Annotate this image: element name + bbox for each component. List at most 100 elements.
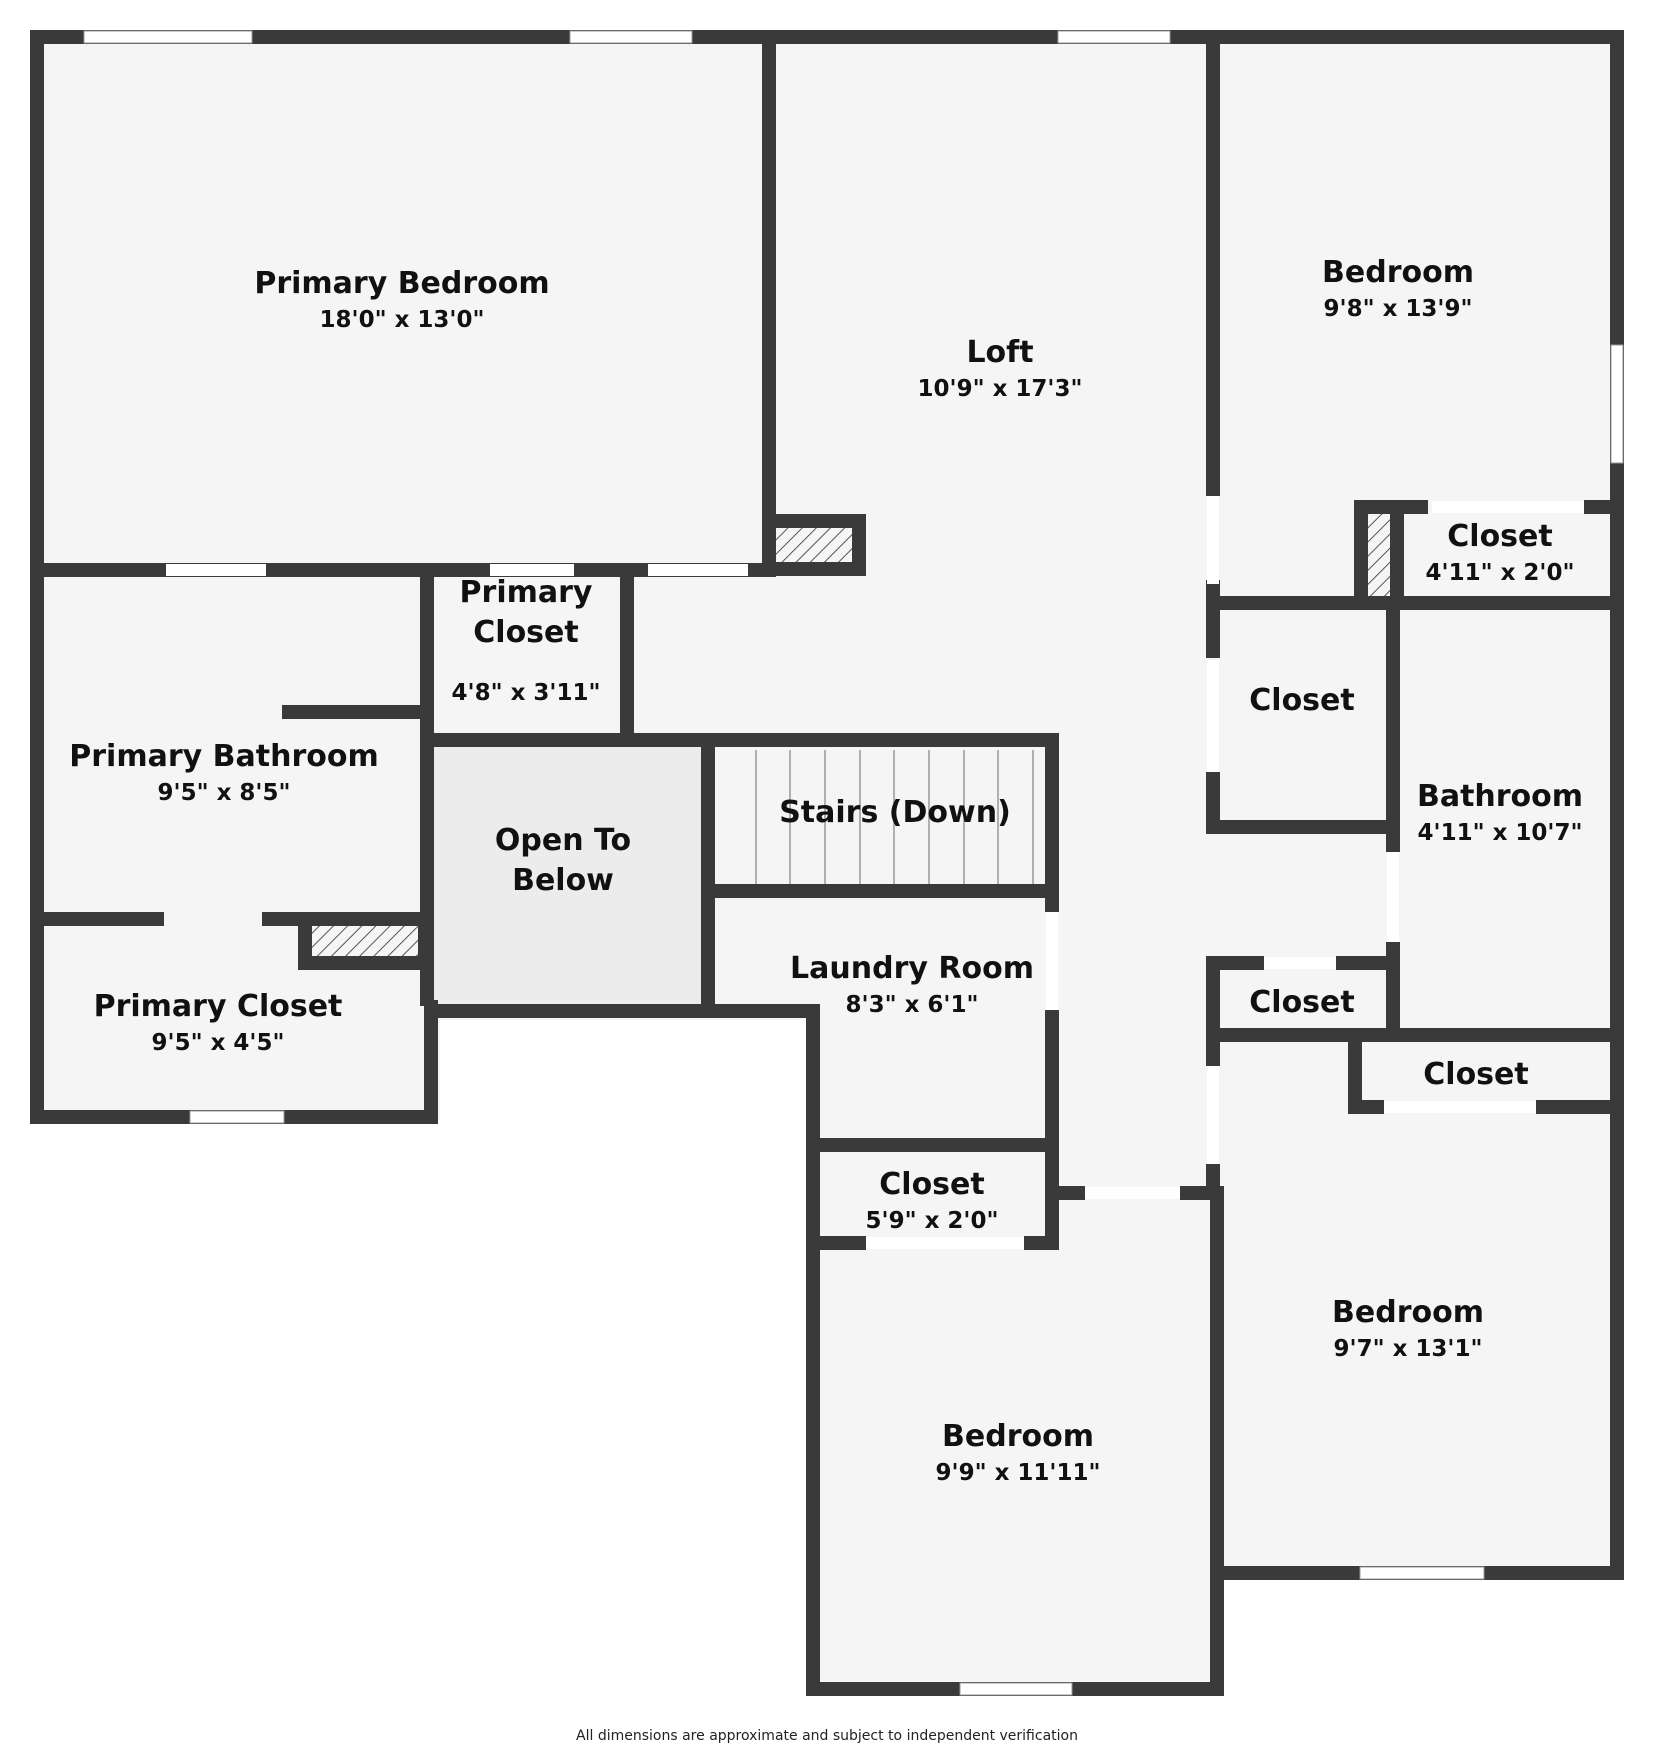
label-primary-closet-small-line-1: Primary xyxy=(460,575,593,610)
wall-closet-se-south-left xyxy=(1348,1100,1384,1114)
label-stairs: Stairs (Down) xyxy=(779,795,1011,830)
floor-open-to-below xyxy=(432,745,709,1010)
wall-laundry-east-upper xyxy=(1045,884,1059,912)
wall-primary-bedroom-east xyxy=(762,36,776,570)
label-bathroom: Bathroom xyxy=(1417,779,1583,814)
door-bedroom-s xyxy=(1085,1187,1180,1199)
pillar-primary-bath xyxy=(312,926,418,956)
wall-closet-ne-top-r2 xyxy=(1584,500,1624,514)
wall-north xyxy=(30,30,1624,44)
wall-closet-se-west xyxy=(1348,1030,1362,1114)
label-open-to-below: Open To Below xyxy=(495,823,631,898)
label-closet-small-e: Closet xyxy=(1249,985,1354,1020)
door-bedroom-primary-1 xyxy=(166,564,266,576)
wall-closet-small-top-right xyxy=(1336,956,1400,970)
wall-bath-closet-left xyxy=(36,912,164,926)
wall-hall-closet-south xyxy=(1206,820,1400,834)
wall-stairs-south xyxy=(706,884,1059,898)
dims-laundry-room: 8'3" x 6'1" xyxy=(846,992,979,1018)
wall-loft-east-5 xyxy=(1206,1164,1220,1200)
label-primary-closet-small-line-2: Closet xyxy=(473,615,578,650)
door-ne-bedroom xyxy=(1207,496,1219,584)
wall-bedroom-ne-south-left xyxy=(1210,596,1414,610)
door-closet-ne xyxy=(1432,501,1584,513)
label-primary-closet-large: Primary Closet xyxy=(94,989,343,1024)
label-loft: Loft xyxy=(966,335,1033,370)
dims-primary-bathroom: 9'5" x 8'5" xyxy=(158,780,291,806)
door-bedroom-se xyxy=(1207,1066,1219,1164)
dims-primary-closet-small: 4'8" x 3'11" xyxy=(452,680,601,706)
label-closet-ne: Closet xyxy=(1447,519,1552,554)
exterior-area xyxy=(36,1124,814,1720)
wall-closet-laundry-south-left xyxy=(806,1236,866,1250)
label-closet-laundry: Closet xyxy=(879,1167,984,1202)
window-s-primary xyxy=(189,1110,285,1124)
wall-closet-ne-top-r1 xyxy=(1390,500,1428,514)
wall-primary-closet-small-east xyxy=(620,570,634,745)
door-bedroom-primary-3 xyxy=(648,564,748,576)
wall-closet-se-south-right xyxy=(1536,1100,1624,1114)
door-hall-closet xyxy=(1207,660,1219,772)
door-bedroom-primary-2 xyxy=(490,564,574,576)
label-bedroom-ne: Bedroom xyxy=(1322,255,1474,290)
wall-bath-west-1 xyxy=(1386,600,1400,852)
door-closet-small xyxy=(1264,957,1336,969)
dims-bedroom-ne: 9'8" x 13'9" xyxy=(1324,296,1473,322)
openings xyxy=(83,30,1624,1696)
wall-loft-east-1 xyxy=(1206,36,1220,496)
dims-closet-laundry: 5'9" x 2'0" xyxy=(866,1208,999,1234)
wall-stairs-east xyxy=(1045,733,1059,895)
label-primary-bedroom: Primary Bedroom xyxy=(254,266,549,301)
label-closet-hall: Closet xyxy=(1249,683,1354,718)
walls xyxy=(30,30,1624,1696)
wall-primary-bath-east xyxy=(420,570,434,1006)
window-s-bedroom-s xyxy=(959,1682,1073,1696)
label-primary-bathroom: Primary Bathroom xyxy=(69,739,378,774)
floor-east-block xyxy=(1220,36,1614,1576)
wall-closet-small-east xyxy=(1386,1028,1400,1034)
pillar-closet-ne xyxy=(1368,514,1390,596)
wall-laundry-south xyxy=(806,1138,1059,1152)
wall-closet-ne-west xyxy=(1354,500,1368,610)
wall-bedroom-s-east xyxy=(1210,1190,1224,1696)
label-bedroom-se: Bedroom xyxy=(1332,1295,1484,1330)
stair-treads xyxy=(755,750,1034,890)
label-open-to-below-line-1: Open To xyxy=(495,823,631,858)
wall-loft-east-2 xyxy=(1206,580,1220,658)
label-open-to-below-line-2: Below xyxy=(512,863,614,898)
door-closet-se xyxy=(1384,1101,1536,1113)
door-laundry xyxy=(1046,912,1058,1010)
wall-open-east xyxy=(701,739,715,1011)
room-labels: Primary Bedroom 18'0" x 13'0" Loft 10'9"… xyxy=(69,255,1583,1486)
label-laundry-room: Laundry Room xyxy=(790,951,1034,986)
wall-loft-east-4 xyxy=(1206,958,1220,1066)
wall-closet-small-top-left xyxy=(1206,956,1264,970)
dims-bedroom-se: 9'7" x 13'1" xyxy=(1334,1336,1483,1362)
disclaimer-text: All dimensions are approximate and subje… xyxy=(576,1728,1078,1744)
window-s-bedroom-se xyxy=(1359,1566,1485,1580)
wall-laundry-east-lower xyxy=(1045,1010,1059,1250)
floor-lower-center xyxy=(815,1020,1220,1696)
wall-closet-ne-top-left xyxy=(1390,500,1404,610)
dims-bathroom: 4'11" x 10'7" xyxy=(1418,820,1583,846)
wall-east xyxy=(1610,30,1624,1580)
wall-primary-closet-east xyxy=(424,1000,438,1124)
window-n-2 xyxy=(569,30,693,44)
pillar-loft xyxy=(776,528,852,562)
wall-bedroom-s-north-left xyxy=(1045,1186,1085,1200)
hatched-pillars xyxy=(312,514,1390,956)
dims-primary-closet-large: 9'5" x 4'5" xyxy=(152,1030,285,1056)
wall-loft-east-3 xyxy=(1206,772,1220,834)
door-closet-laundry xyxy=(866,1237,1024,1249)
wall-closet-small-south xyxy=(1206,1028,1624,1042)
wall-bath-stub xyxy=(282,705,428,719)
dims-loft: 10'9" x 17'3" xyxy=(918,376,1083,402)
wall-laundry-west xyxy=(806,1004,820,1694)
wall-closet-laundry-south-right xyxy=(1024,1236,1059,1250)
dims-closet-ne: 4'11" x 2'0" xyxy=(1426,560,1575,586)
wall-below-open xyxy=(432,1004,818,1018)
door-bathroom xyxy=(1387,852,1399,942)
dims-bedroom-s: 9'9" x 11'11" xyxy=(936,1460,1101,1486)
